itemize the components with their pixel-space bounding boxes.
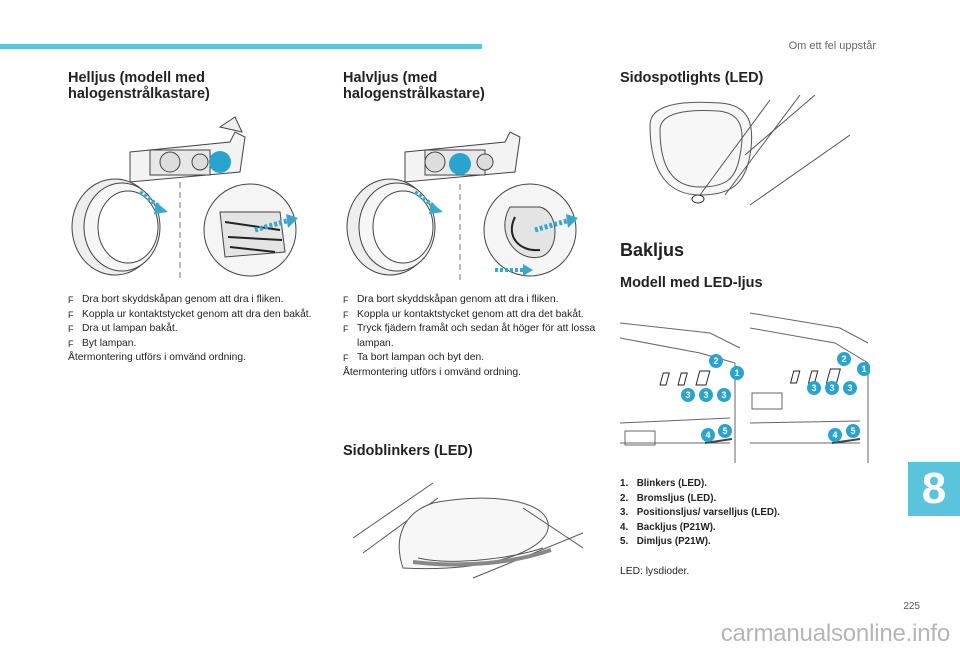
col1-title-box: Helljus (modell med halogenstrålkastare) bbox=[68, 70, 268, 102]
rear-legend-list: 1. Blinkers (LED). 2. Bromsljus (LED). 3… bbox=[620, 477, 850, 550]
bullet-icon: F bbox=[343, 309, 349, 320]
high-beam-illustration bbox=[71, 116, 298, 280]
list-item: 2. Bromsljus (LED). bbox=[620, 492, 717, 504]
spotlights-title: Sidospotlights (LED) bbox=[620, 70, 764, 86]
callout-4-label: 4 bbox=[832, 430, 837, 440]
callout-5-label: 5 bbox=[850, 426, 855, 436]
callout-4-label: 4 bbox=[705, 430, 710, 440]
list-item: 3. Positionsljus/ varselljus (LED). bbox=[620, 507, 780, 518]
side-mirror-blinker-illustration bbox=[352, 482, 583, 579]
bullet-icon: F bbox=[68, 295, 74, 305]
callout-1-label: 1 bbox=[861, 364, 866, 374]
list-item: 5. Dimljus (P21W). bbox=[620, 536, 711, 547]
callout-3-label: 3 bbox=[685, 390, 690, 400]
callout-5-label: 5 bbox=[722, 426, 727, 436]
top-accent-bar bbox=[0, 44, 482, 49]
rear-sub-title: Modell med LED-ljus bbox=[620, 275, 763, 291]
watermark: carmanualsonline.info bbox=[720, 620, 950, 647]
rear-lights-illustration: 2 1 3 3 3 4 5 2 1 3 3 3 4 5 bbox=[620, 312, 870, 463]
callout-3-label: 3 bbox=[847, 383, 852, 393]
bullet-icon: F bbox=[343, 324, 349, 334]
col1-title: Helljus (modell med halogenstrålkastare) bbox=[68, 70, 210, 102]
bullet-icon: F bbox=[343, 295, 349, 305]
list-item: 4. Backljus (P21W). bbox=[620, 521, 716, 533]
col1-note: Återmontering utförs i omvänd ordning. bbox=[68, 352, 246, 363]
callout-2-label: 2 bbox=[713, 356, 718, 366]
rear-legend: 1. Blinkers (LED). 2. Bromsljus (LED). 3… bbox=[620, 477, 850, 550]
side-blinkers-title-box: Sidoblinkers (LED) bbox=[343, 443, 583, 459]
bullet-icon: F bbox=[68, 338, 74, 349]
section-header: Om ett fel uppstår bbox=[788, 40, 876, 52]
side-blinkers-title: Sidoblinkers (LED) bbox=[343, 443, 473, 459]
page-number: 225 bbox=[903, 601, 920, 612]
spotlights-title-box: Sidospotlights (LED) bbox=[620, 70, 840, 86]
col2-title-box: Halvljus (med halogenstrålkastare) bbox=[343, 70, 563, 102]
callout-2-label: 2 bbox=[841, 354, 846, 364]
bullet-icon: F bbox=[68, 309, 74, 320]
callout-3-label: 3 bbox=[829, 383, 834, 393]
rear-sub-title-box: Modell med LED-ljus bbox=[620, 275, 763, 291]
side-spotlight-illustration bbox=[649, 95, 850, 206]
list-item: 1. Blinkers (LED). bbox=[620, 478, 707, 489]
led-note: LED: lysdioder. bbox=[620, 566, 690, 577]
chapter-tab: 8 bbox=[908, 462, 960, 516]
col2-title: Halvljus (med halogenstrålkastare) bbox=[343, 70, 485, 102]
rear-lights-title: Bakljus bbox=[620, 240, 685, 260]
callout-3-label: 3 bbox=[811, 383, 816, 393]
rear-lights-title-box: Bakljus bbox=[620, 240, 684, 261]
bullet-icon: F bbox=[68, 324, 74, 334]
col2-note: Återmontering utförs i omvänd ordning. bbox=[343, 366, 521, 378]
callout-3-label: 3 bbox=[703, 390, 708, 400]
callout-3-label: 3 bbox=[721, 390, 726, 400]
callout-1-label: 1 bbox=[734, 368, 739, 378]
low-beam-illustration bbox=[346, 131, 578, 280]
bullet-icon: F bbox=[343, 353, 349, 363]
